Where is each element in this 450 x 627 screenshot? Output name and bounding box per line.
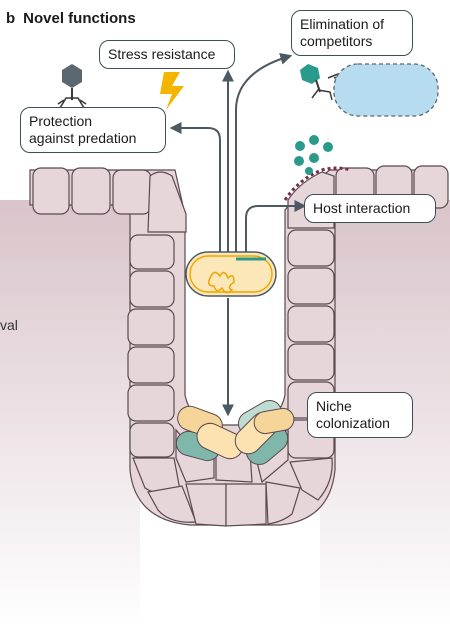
phage-icon: [57, 64, 87, 109]
signal-molecules-icon: [294, 135, 333, 175]
callout-elimination-of-competitors: Elimination of competitors: [291, 10, 413, 56]
callout-host-interaction: Host interaction: [304, 194, 436, 223]
niche-bacteria-icon: [175, 400, 295, 465]
cropped-edge-text: val: [0, 317, 18, 333]
callout-elimination-line-1: Elimination of: [300, 16, 385, 32]
central-bacterium-icon: [185, 251, 277, 297]
callout-stress-line-1: Stress resistance: [108, 46, 216, 62]
callout-niche-colonization: Niche colonization: [307, 392, 413, 438]
lightning-icon: [160, 72, 184, 110]
callout-elimination-line-2: competitors: [300, 33, 373, 49]
callout-protection-against-predation: Protection against predation: [20, 107, 166, 153]
callout-protection-line-1: Protection: [29, 113, 93, 129]
callout-stress-resistance: Stress resistance: [99, 40, 235, 69]
panel-heading: b Novel functions: [6, 10, 136, 27]
panel-title: Novel functions: [23, 10, 136, 27]
callout-niche-line-2: colonization: [316, 415, 390, 431]
callout-host-line-1: Host interaction: [313, 200, 411, 216]
competitor-phage-icon: [300, 64, 343, 101]
tissue-background-left: [0, 200, 140, 627]
function-arrows: [169, 52, 307, 417]
callout-protection-line-2: against predation: [29, 130, 137, 146]
panel-letter: b: [6, 10, 16, 27]
host-surface-signal: [283, 166, 351, 201]
competitor-bacterium-icon: [333, 63, 439, 117]
callout-niche-line-1: Niche: [316, 398, 352, 414]
